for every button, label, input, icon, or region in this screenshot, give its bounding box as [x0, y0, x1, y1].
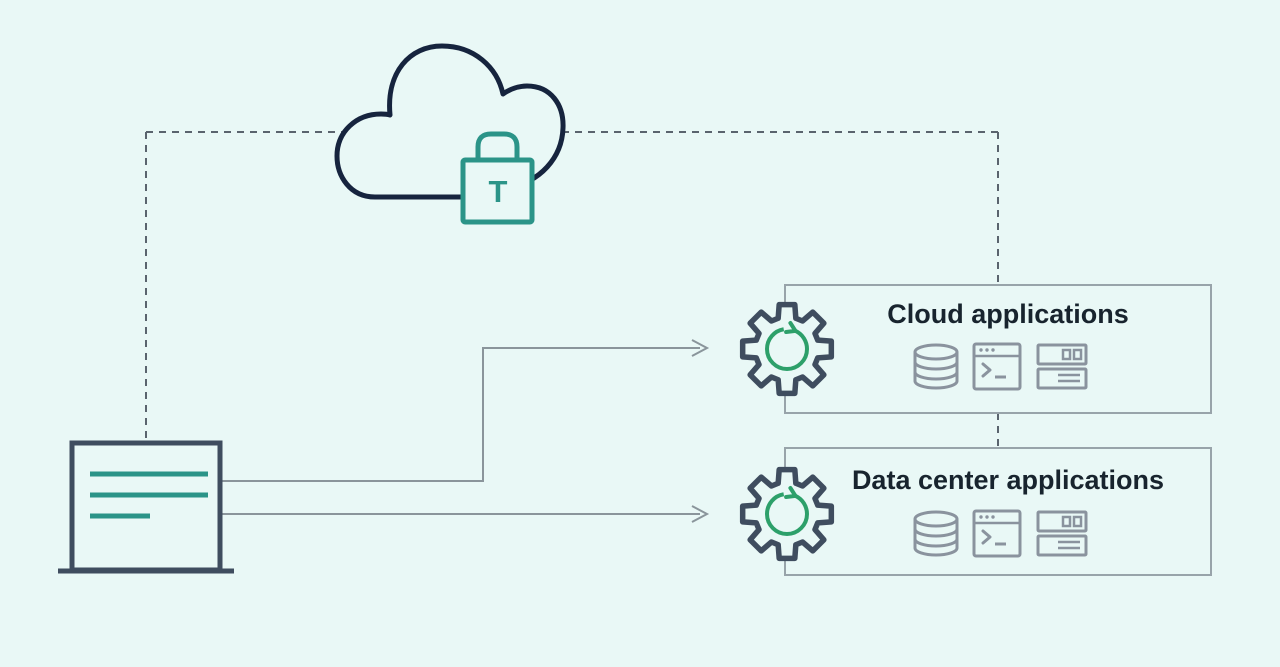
lock-label: T — [489, 174, 508, 209]
source-system-icon — [58, 440, 234, 574]
arrowhead-icon — [691, 505, 710, 523]
document-frame — [69, 440, 223, 573]
lock-icon: T — [460, 131, 535, 225]
app-box-cloud-title: Cloud applications — [887, 299, 1129, 329]
arrowhead-icon — [691, 339, 710, 357]
app-box-cloud: Cloud applications — [784, 284, 1212, 414]
sync-gear-icon — [743, 305, 832, 394]
app-box-datacenter: Data center applications — [784, 447, 1212, 576]
dashed-secure-path — [145, 131, 999, 448]
connectors — [222, 339, 710, 523]
app-box-datacenter-title: Data center applications — [852, 465, 1164, 495]
app-box-cloud-frame — [784, 284, 1212, 414]
sync-gear-icon — [743, 470, 832, 559]
secure-cloud: T — [334, 43, 566, 225]
connector-to-cloud-apps — [222, 347, 700, 482]
